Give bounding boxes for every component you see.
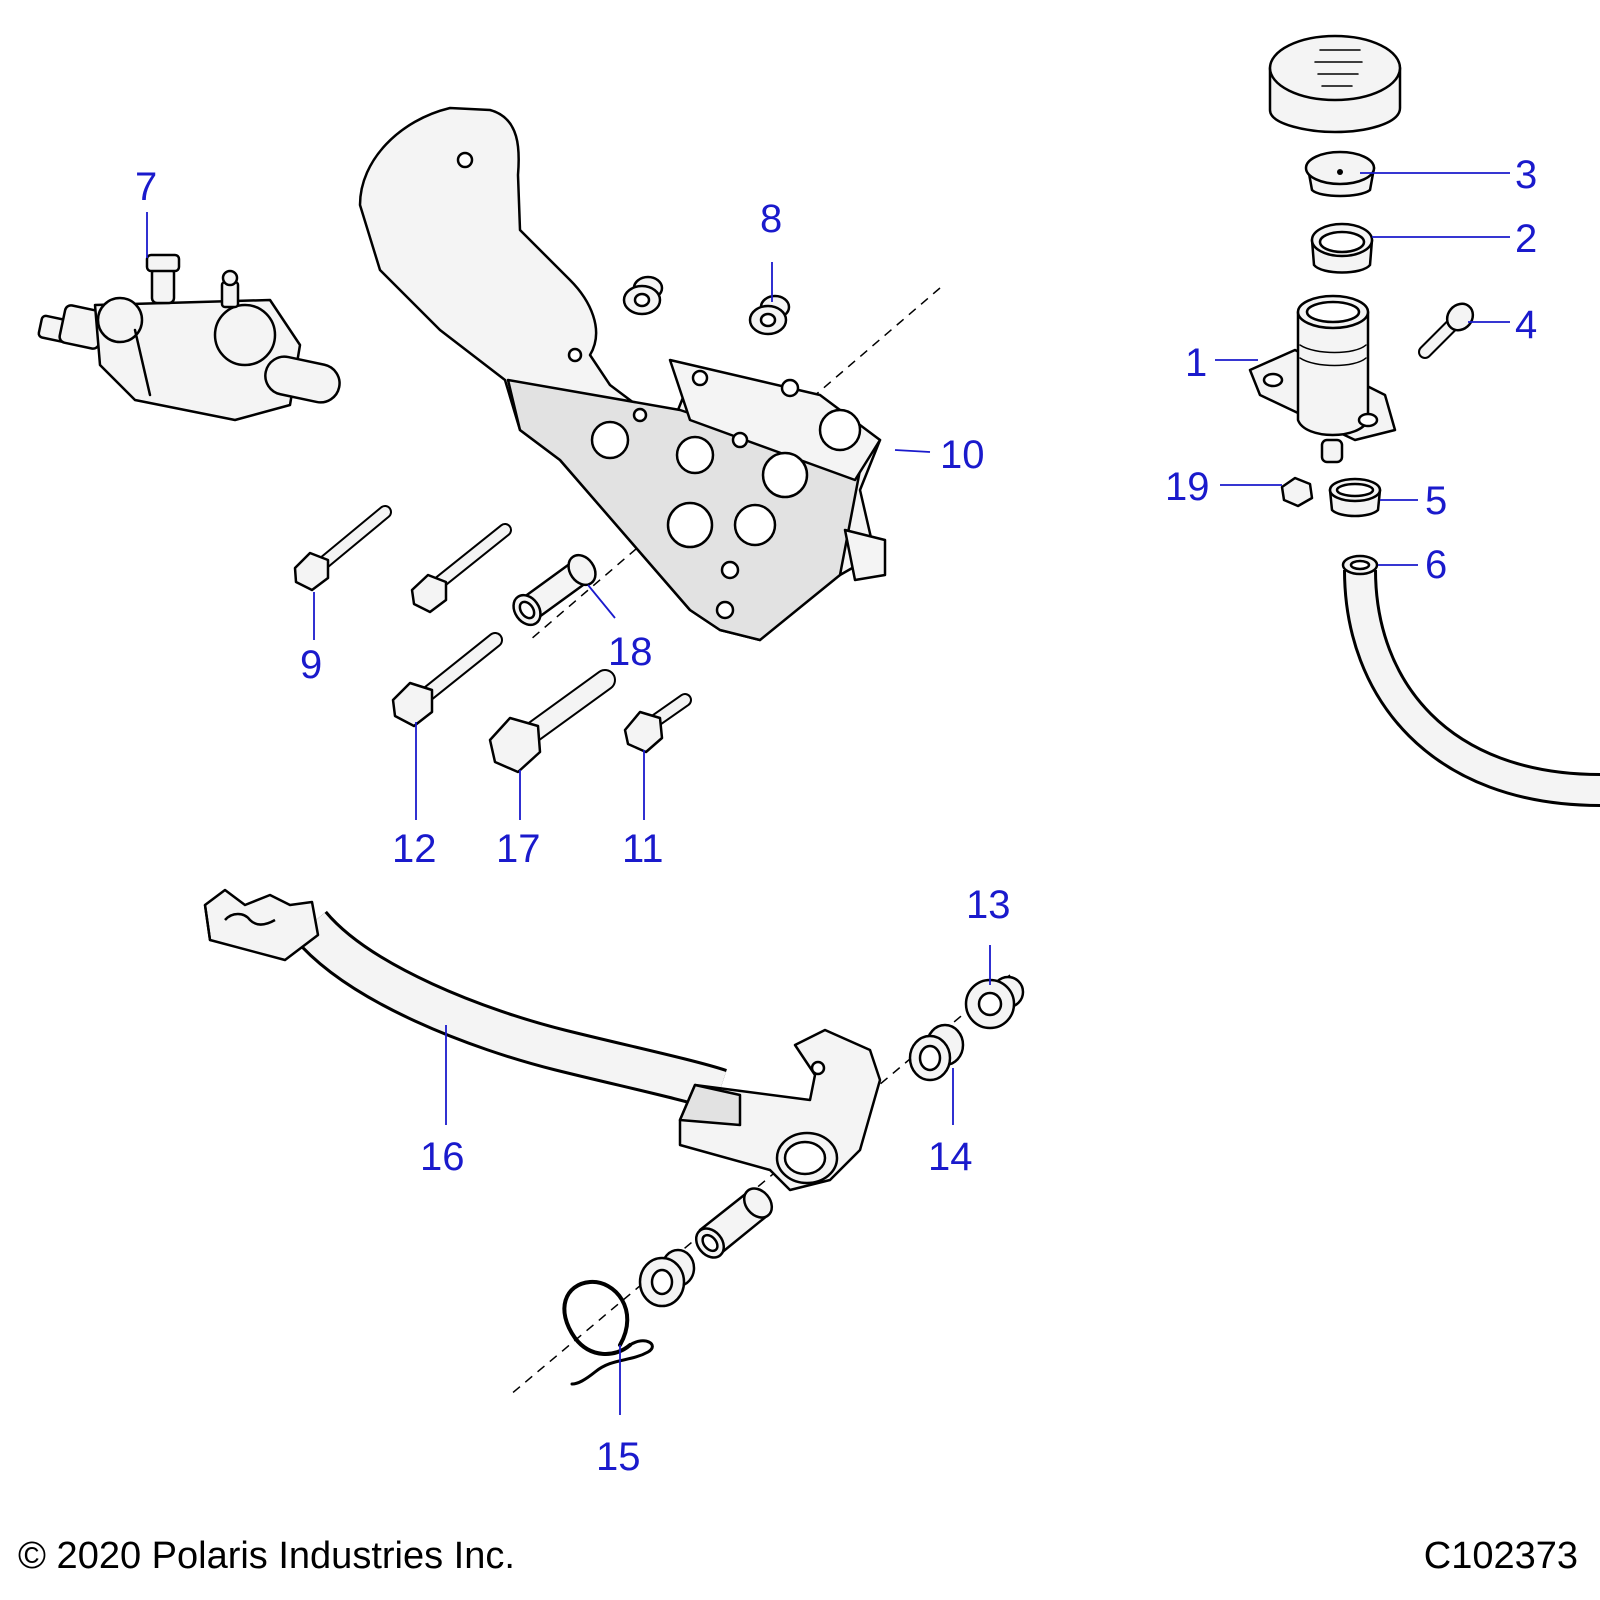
diaphragm-3 — [1304, 150, 1376, 198]
sleeve-18 — [512, 553, 597, 627]
callout-1: 1 — [1185, 341, 1207, 385]
callout-19: 19 — [1165, 465, 1210, 509]
hose-6 — [1341, 554, 1600, 807]
master-cylinder — [37, 253, 341, 422]
reservoir-1 — [1248, 294, 1397, 464]
lower-bushing — [638, 1248, 696, 1308]
callout-6: 6 — [1425, 543, 1447, 587]
callout-14: 14 — [928, 1135, 973, 1179]
bolt-12 — [391, 632, 503, 728]
callout-9: 9 — [300, 643, 322, 687]
callout-15: 15 — [596, 1435, 641, 1479]
callout-16: 16 — [420, 1135, 465, 1179]
copyright-notice: © 2020 Polaris Industries Inc. — [18, 1535, 515, 1577]
callout-10: 10 — [940, 433, 985, 477]
callout-12: 12 — [392, 827, 437, 871]
bushing-13 — [964, 975, 1025, 1030]
callout-11: 11 — [622, 827, 664, 871]
diaphragm-plate-2 — [1310, 222, 1374, 274]
callout-7: 7 — [135, 165, 157, 209]
bolt-short — [410, 523, 512, 614]
callout-18: 18 — [608, 630, 653, 674]
callout-5: 5 — [1425, 479, 1447, 523]
grommet-pair — [622, 275, 791, 336]
pivot-sleeve — [694, 1187, 774, 1259]
figure-id: C102373 — [1423, 1535, 1578, 1577]
screw-4 — [1418, 302, 1475, 359]
leader-lines — [146, 172, 1510, 1415]
bolt-11 — [623, 693, 692, 754]
return-spring-15 — [562, 1279, 654, 1386]
pedal-assembly-axis — [509, 974, 1011, 1396]
callout-17: 17 — [496, 827, 541, 871]
callout-2: 2 — [1515, 217, 1537, 261]
bracket-assembly-axis — [529, 287, 941, 641]
callout-13: 13 — [966, 883, 1011, 927]
brake-pedal-16 — [203, 888, 882, 1192]
reservoir-cap — [1268, 34, 1402, 134]
callout-4: 4 — [1515, 303, 1537, 347]
hose-clamp-5 — [1328, 477, 1382, 518]
bolt-17 — [488, 669, 616, 774]
mounting-bracket — [358, 106, 887, 642]
bushing-14 — [908, 1023, 965, 1082]
nut-19 — [1280, 476, 1314, 508]
bolt-9 — [293, 505, 392, 592]
callout-3: 3 — [1515, 153, 1537, 197]
callout-8: 8 — [760, 197, 782, 241]
